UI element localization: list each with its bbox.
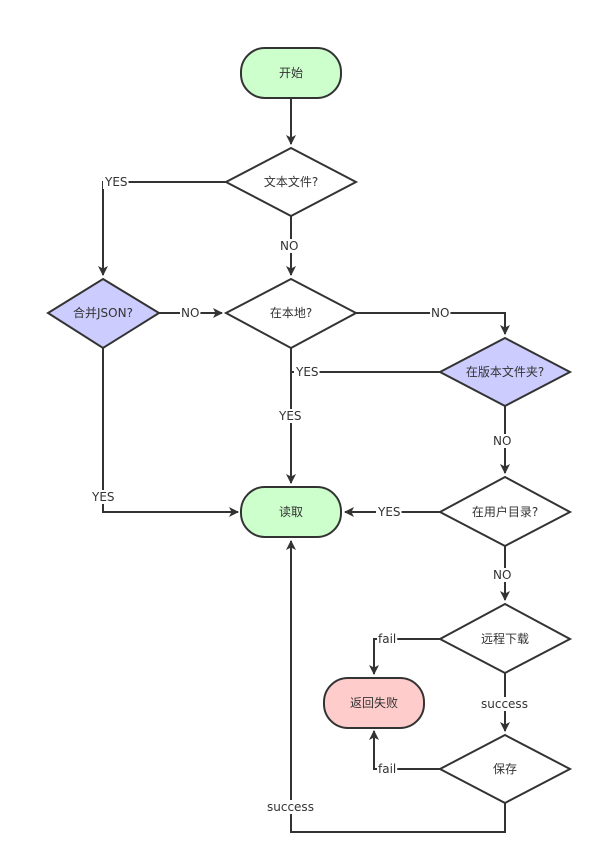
node-is-text-file: 文本文件? bbox=[223, 146, 359, 218]
terminal-shape bbox=[323, 677, 425, 729]
edge-label-save-fail: fail bbox=[378, 762, 396, 776]
node-label: 文本文件? bbox=[264, 174, 318, 189]
decision-shape bbox=[437, 336, 573, 408]
edge-label-merge-json-no: NO bbox=[181, 306, 199, 320]
edge-label-save-success: success bbox=[267, 800, 314, 814]
node-label: 在版本文件夹? bbox=[466, 364, 544, 379]
decision-shape bbox=[46, 277, 161, 350]
node-start: 开始 bbox=[240, 47, 342, 99]
node-remote-download: 远程下载 bbox=[437, 602, 573, 675]
terminal-shape bbox=[240, 486, 342, 538]
node-label: 返回失败 bbox=[350, 695, 398, 710]
decision-shape bbox=[223, 277, 359, 350]
edge-label-in-version-yes: YES bbox=[295, 365, 319, 379]
node-return-fail: 返回失败 bbox=[323, 677, 425, 729]
node-label: 开始 bbox=[279, 66, 303, 80]
edge-label-in-user-yes: YES bbox=[377, 505, 401, 519]
node-label: 合并JSON? bbox=[73, 305, 133, 320]
node-in-user-dir: 在用户目录? bbox=[437, 475, 573, 548]
decision-shape bbox=[437, 733, 573, 805]
edge-save-success bbox=[286, 540, 506, 833]
node-read: 读取 bbox=[240, 486, 342, 538]
edge-label-download-success: success bbox=[481, 697, 528, 711]
node-label: 在用户目录? bbox=[472, 504, 538, 519]
node-save: 保存 bbox=[437, 733, 573, 805]
edge-is-local-no bbox=[356, 312, 510, 335]
node-label: 保存 bbox=[493, 762, 517, 776]
edge-label-merge-json-yes: YES bbox=[91, 490, 115, 504]
node-is-local: 在本地? bbox=[223, 277, 359, 350]
node-merge-json: 合并JSON? bbox=[46, 277, 161, 350]
edge-save-fail bbox=[369, 730, 440, 770]
edge-label-is-text-yes: YES bbox=[104, 175, 128, 189]
node-in-version-folder: 在版本文件夹? bbox=[437, 336, 573, 408]
edge-download-fail bbox=[369, 638, 440, 675]
edge-label-is-text-no: NO bbox=[280, 239, 298, 253]
edge-is-text-yes bbox=[98, 181, 226, 276]
terminal-shape bbox=[240, 47, 342, 99]
node-label: 在本地? bbox=[270, 306, 312, 320]
edge-label-in-user-no: NO bbox=[493, 568, 511, 582]
edge-label-is-local-yes: YES bbox=[278, 409, 302, 423]
edge-merge-json-yes bbox=[102, 348, 239, 517]
decision-shape bbox=[437, 602, 573, 675]
node-label: 读取 bbox=[279, 505, 303, 519]
decision-shape bbox=[437, 475, 573, 548]
edge-label-download-fail: fail bbox=[378, 632, 396, 646]
edge-label-is-local-no: NO bbox=[431, 306, 449, 320]
decision-shape bbox=[223, 146, 359, 218]
node-label: 远程下载 bbox=[481, 631, 529, 646]
edge-label-in-version-no: NO bbox=[493, 434, 511, 448]
